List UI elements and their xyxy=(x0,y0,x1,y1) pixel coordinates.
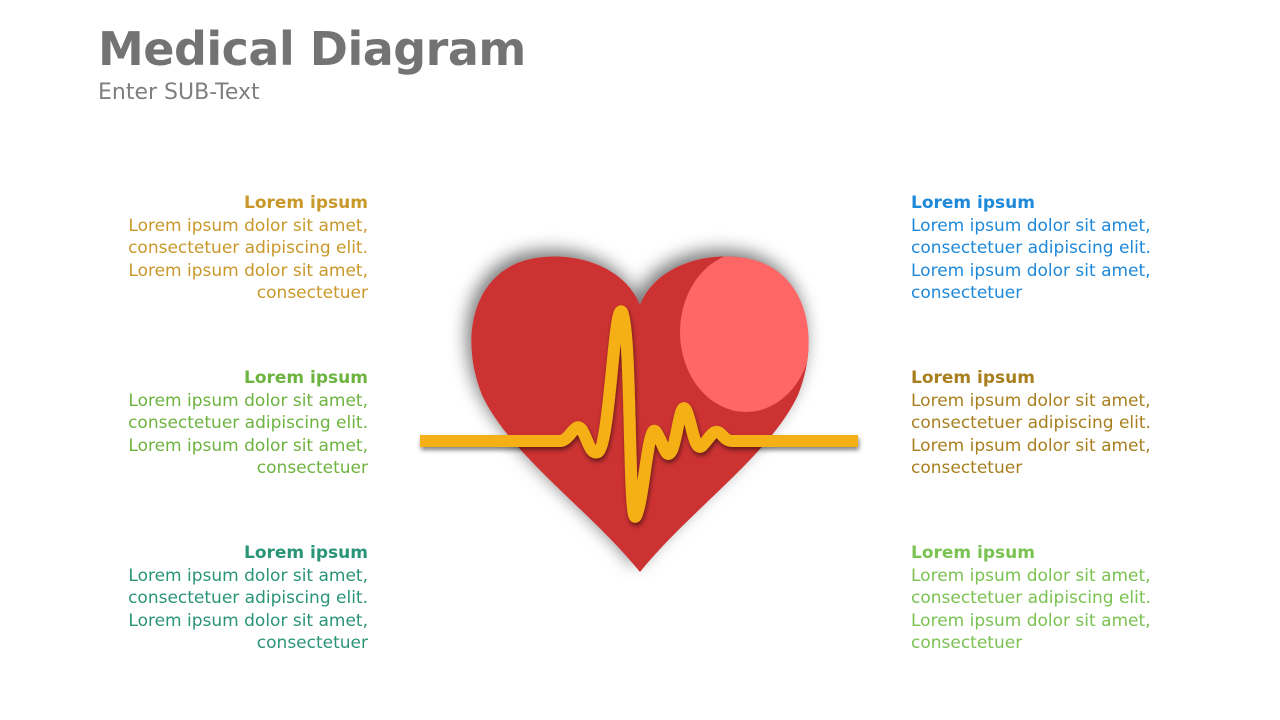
block-line: Lorem ipsum dolor sit amet, xyxy=(911,565,1151,586)
block-heading: Lorem ipsum xyxy=(911,368,1035,388)
block-line: consectetuer adipiscing elit. xyxy=(128,588,368,608)
block-line: Lorem ipsum dolor sit amet, xyxy=(128,260,368,281)
block-heading: Lorem ipsum xyxy=(244,368,368,388)
block-line: consectetuer xyxy=(256,458,368,478)
block-line: consectetuer xyxy=(256,633,368,653)
block-line: consectetuer adipiscing elit. xyxy=(911,413,1151,433)
text-block-left-bottom: Lorem ipsum Lorem ipsum dolor sit amet, … xyxy=(78,542,368,655)
block-line: Lorem ipsum dolor sit amet, xyxy=(911,610,1151,631)
block-line: consectetuer xyxy=(911,633,1023,653)
block-line: consectetuer adipiscing elit. xyxy=(911,588,1151,608)
text-block-right-middle: Lorem ipsum Lorem ipsum dolor sit amet, … xyxy=(911,367,1201,480)
text-block-left-top: Lorem ipsum Lorem ipsum dolor sit amet, … xyxy=(78,192,368,305)
block-line: Lorem ipsum dolor sit amet, xyxy=(128,565,368,586)
block-line: consectetuer adipiscing elit. xyxy=(128,238,368,258)
block-line: consectetuer adipiscing elit. xyxy=(128,413,368,433)
page-subtitle: Enter SUB-Text xyxy=(98,80,260,105)
page-title: Medical Diagram xyxy=(98,22,526,76)
heart-icon xyxy=(420,256,858,572)
heart-highlight xyxy=(680,256,809,412)
block-line: consectetuer xyxy=(256,283,368,303)
block-heading: Lorem ipsum xyxy=(244,543,368,563)
heartbeat-line xyxy=(420,305,858,523)
block-heading: Lorem ipsum xyxy=(244,193,368,213)
block-line: Lorem ipsum dolor sit amet, xyxy=(911,435,1151,456)
block-heading: Lorem ipsum xyxy=(911,543,1035,563)
block-line: consectetuer xyxy=(911,283,1023,303)
block-line: Lorem ipsum dolor sit amet, xyxy=(911,260,1151,281)
heart-diagram xyxy=(410,230,870,590)
text-block-right-bottom: Lorem ipsum Lorem ipsum dolor sit amet, … xyxy=(911,542,1201,655)
block-line: Lorem ipsum dolor sit amet, xyxy=(911,215,1151,236)
block-line: consectetuer adipiscing elit. xyxy=(911,238,1151,258)
block-line: Lorem ipsum dolor sit amet, xyxy=(128,215,368,236)
block-line: Lorem ipsum dolor sit amet, xyxy=(128,610,368,631)
block-line: Lorem ipsum dolor sit amet, xyxy=(128,390,368,411)
block-heading: Lorem ipsum xyxy=(911,193,1035,213)
block-line: Lorem ipsum dolor sit amet, xyxy=(128,435,368,456)
text-block-left-middle: Lorem ipsum Lorem ipsum dolor sit amet, … xyxy=(78,367,368,480)
block-line: Lorem ipsum dolor sit amet, xyxy=(911,390,1151,411)
block-line: consectetuer xyxy=(911,458,1023,478)
text-block-right-top: Lorem ipsum Lorem ipsum dolor sit amet, … xyxy=(911,192,1201,305)
